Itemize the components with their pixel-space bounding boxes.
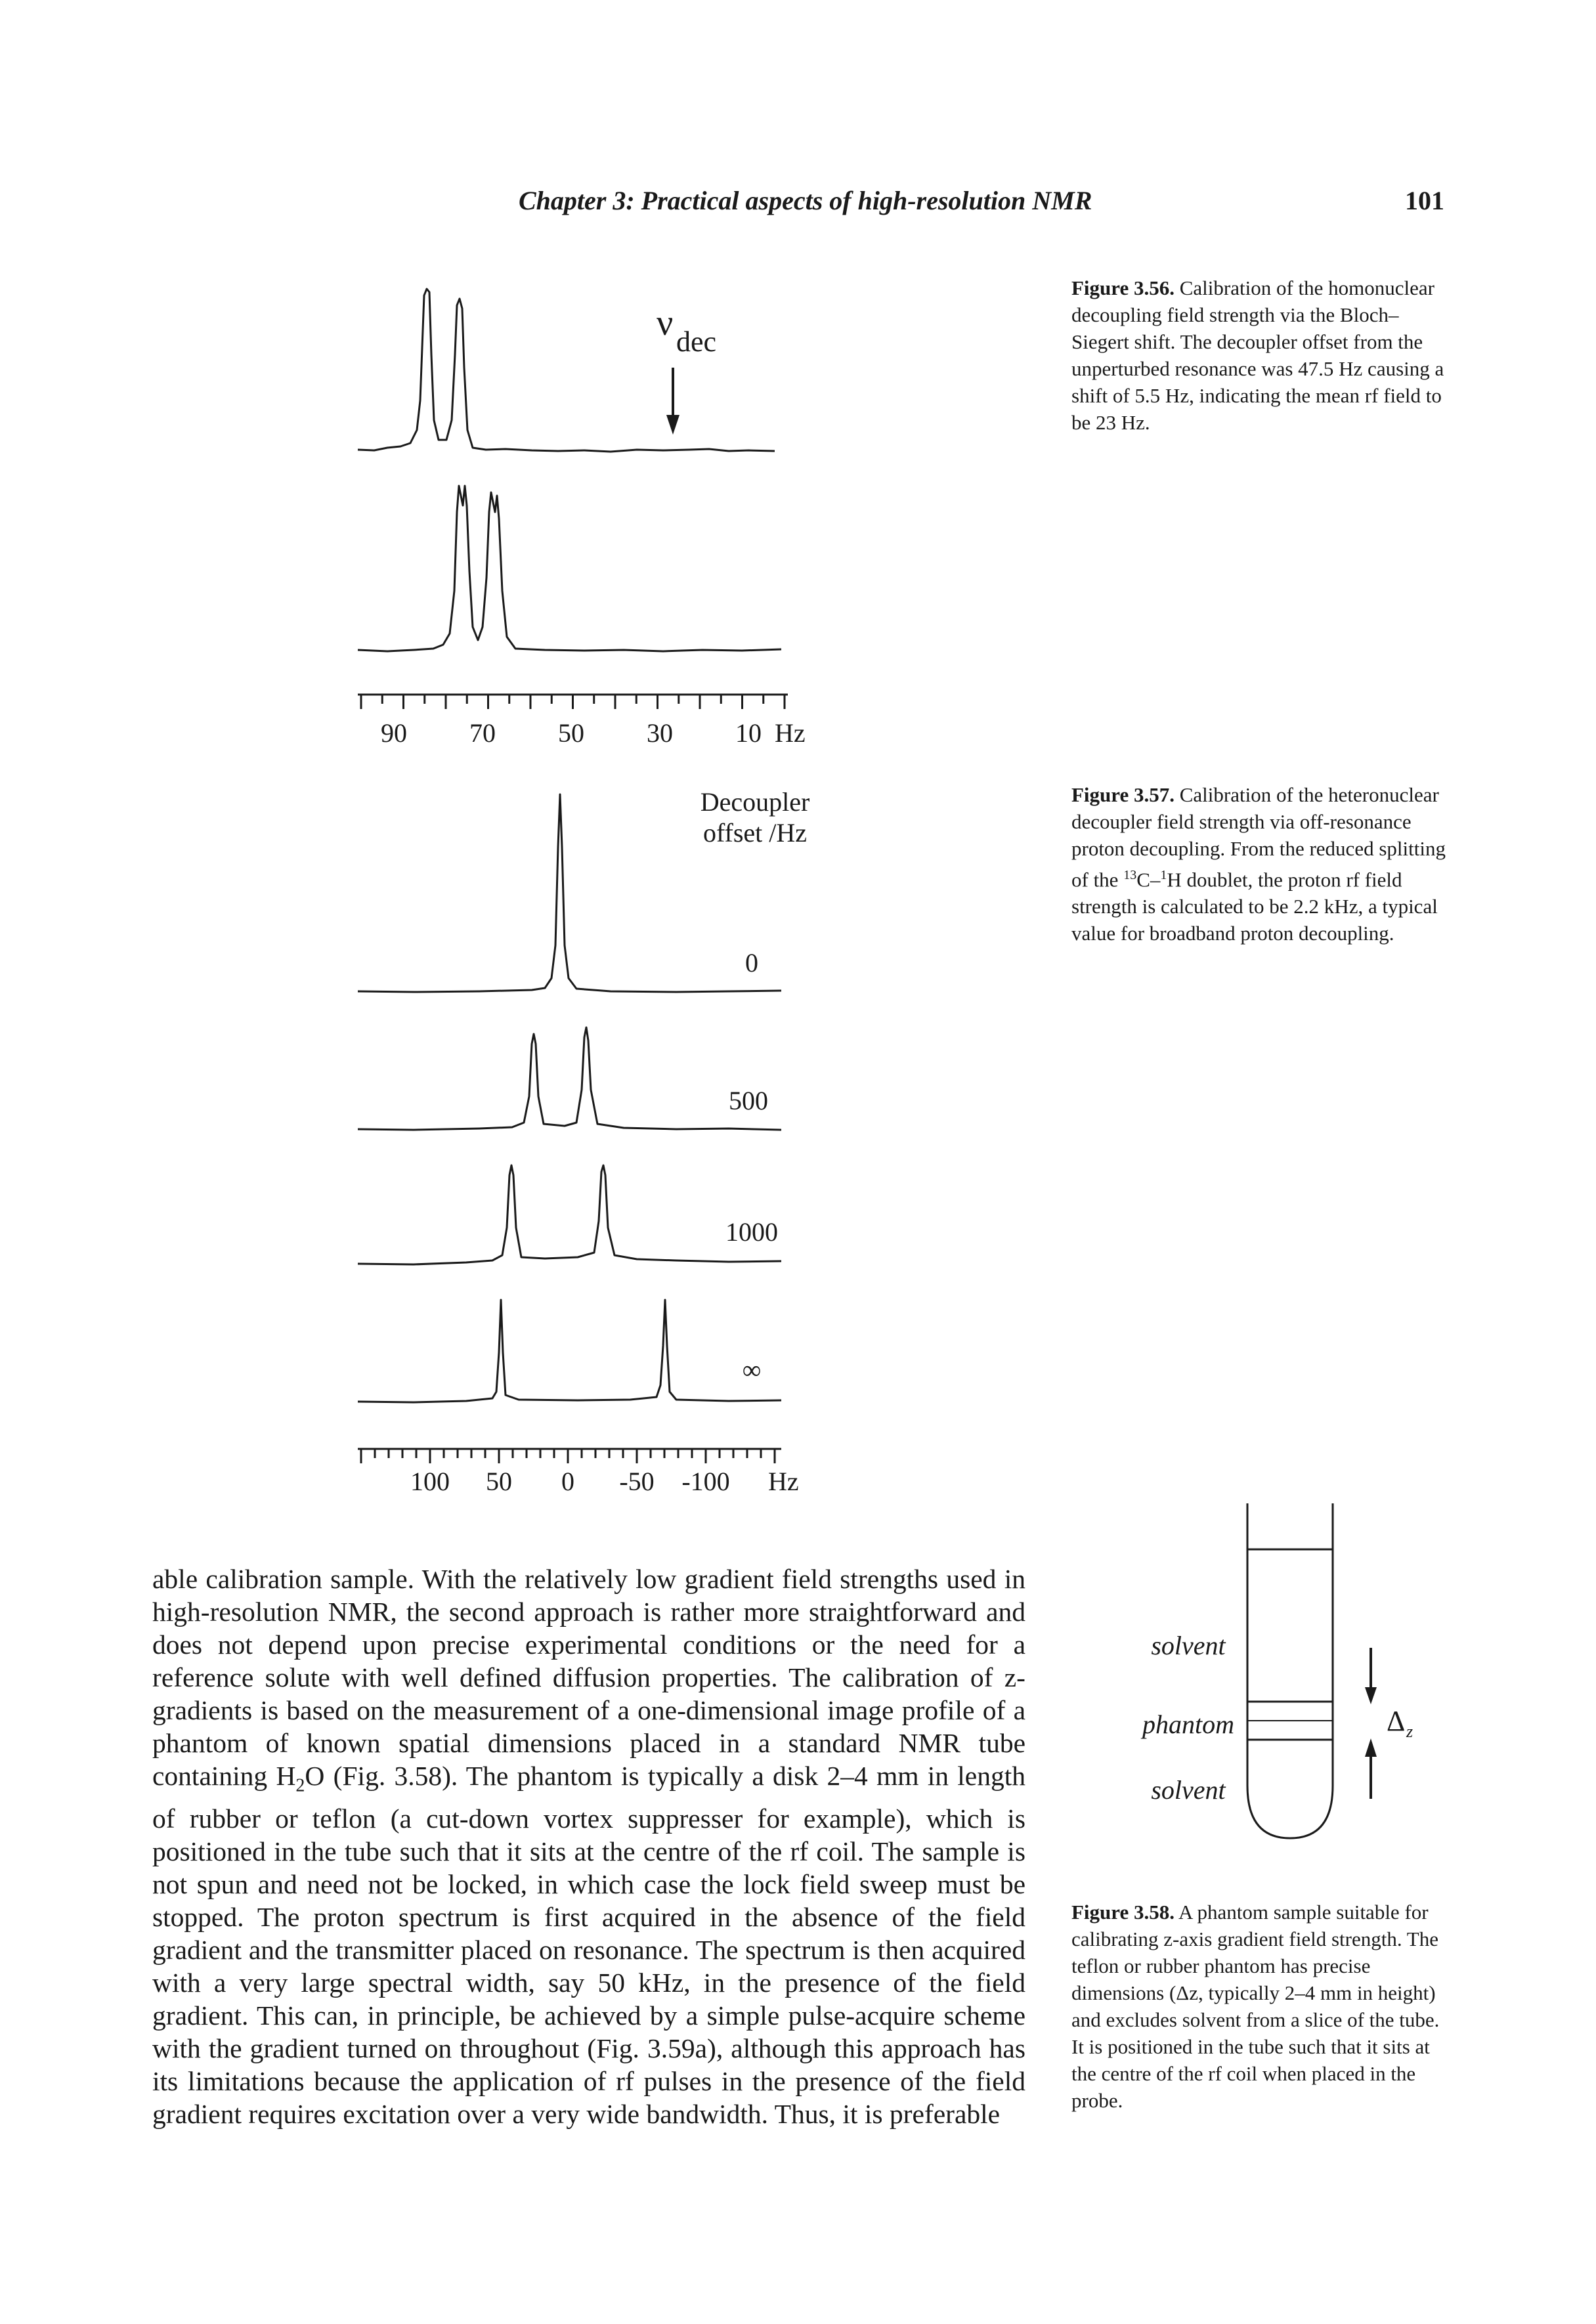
axis-tick-label: 30	[647, 718, 673, 748]
nmr-tube	[1246, 1503, 1334, 1840]
caption-label: Figure 3.57.	[1071, 783, 1175, 806]
axis-ticks	[360, 695, 786, 709]
nu-symbol: ν	[657, 303, 673, 343]
delta-arrow-down-head	[1365, 1687, 1377, 1704]
page-number: 101	[1405, 186, 1444, 215]
figure-3-56-caption: Figure 3.56. Calibration of the homonucl…	[1071, 274, 1452, 436]
axis-ticks	[360, 1449, 776, 1463]
running-head: Chapter 3: Practical aspects of high-res…	[519, 186, 1092, 215]
trace-label-0: 0	[745, 948, 758, 978]
figure-3-57-spectra: Decoupler offset /Hz 0 500 1000 ∞ 100 50…	[357, 787, 810, 1496]
spectrum-trace-top	[357, 288, 775, 453]
axis-tick-label: 0	[561, 1467, 574, 1496]
label-solvent-bottom: solvent	[1151, 1775, 1226, 1805]
delta-arrow-up-head	[1365, 1738, 1377, 1757]
axis-tick-label: 50	[486, 1467, 512, 1496]
spectrum-trace-infinity	[357, 1299, 782, 1404]
caption-sup-13: 13	[1123, 868, 1137, 882]
spectrum-trace-1000	[357, 1164, 782, 1266]
spectrum-trace-bottom	[357, 484, 782, 653]
axis-unit: Hz	[768, 1467, 799, 1496]
caption-label: Figure 3.58.	[1071, 1901, 1175, 1924]
offset-label-line2: offset /Hz	[703, 818, 807, 848]
caption-label: Figure 3.56.	[1071, 276, 1175, 299]
caption-text-pre: Calibration of the heteronuclear decoupl…	[1071, 783, 1446, 892]
axis-tick-label: 10	[735, 718, 762, 748]
trace-label-500: 500	[729, 1086, 768, 1115]
axis-tick-label: -100	[681, 1467, 729, 1496]
axis-tick-label: 100	[410, 1467, 450, 1496]
h2o-h: H	[276, 1761, 296, 1791]
axis-tick-label: 50	[558, 718, 584, 748]
h2o-o: O	[305, 1761, 325, 1791]
label-solvent-top: solvent	[1151, 1631, 1226, 1660]
offset-label-line1: Decoupler	[701, 787, 810, 817]
body-paragraph: able calibration sample. With the relati…	[152, 1562, 1025, 2130]
caption-text-mid: C–	[1136, 868, 1161, 892]
spectrum-trace-0	[357, 793, 782, 993]
body-text-part1: able calibration sample. With the relati…	[152, 1564, 1025, 1791]
figure-3-56-spectra: ν dec 90 70 50 30 10 Hz	[357, 288, 806, 748]
nu-subscript: dec	[676, 326, 716, 358]
axis-tick-label: 90	[381, 718, 407, 748]
caption-text-post: H doublet, the proton rf field strength …	[1071, 868, 1438, 945]
decoupler-arrow-head	[666, 415, 679, 435]
caption-text: Calibration of the homonuclear decouplin…	[1071, 276, 1444, 434]
delta-symbol: Δ	[1387, 1705, 1405, 1737]
spectrum-trace-500	[357, 1026, 782, 1131]
caption-sup-1: 1	[1160, 868, 1167, 882]
axis-tick-label: -50	[619, 1467, 654, 1496]
axis-unit: Hz	[775, 718, 806, 748]
caption-text: A phantom sample suitable for calibratin…	[1071, 1901, 1440, 2112]
body-text-part2: (Fig. 3.58). The phantom is typically a …	[152, 1761, 1026, 2130]
h2o-subscript: 2	[295, 1775, 305, 1796]
figure-3-57-caption: Figure 3.57. Calibration of the heteronu…	[1071, 781, 1452, 947]
delta-subscript: z	[1406, 1722, 1413, 1741]
figure-3-58-caption: Figure 3.58. A phantom sample suitable f…	[1071, 1899, 1446, 2114]
trace-label-infinity: ∞	[743, 1355, 762, 1385]
label-phantom: phantom	[1140, 1710, 1234, 1739]
axis-tick-label: 70	[469, 718, 496, 748]
figure-3-58-tube: solvent phantom solvent Δ z	[1140, 1503, 1413, 1840]
trace-label-1000: 1000	[725, 1217, 778, 1247]
